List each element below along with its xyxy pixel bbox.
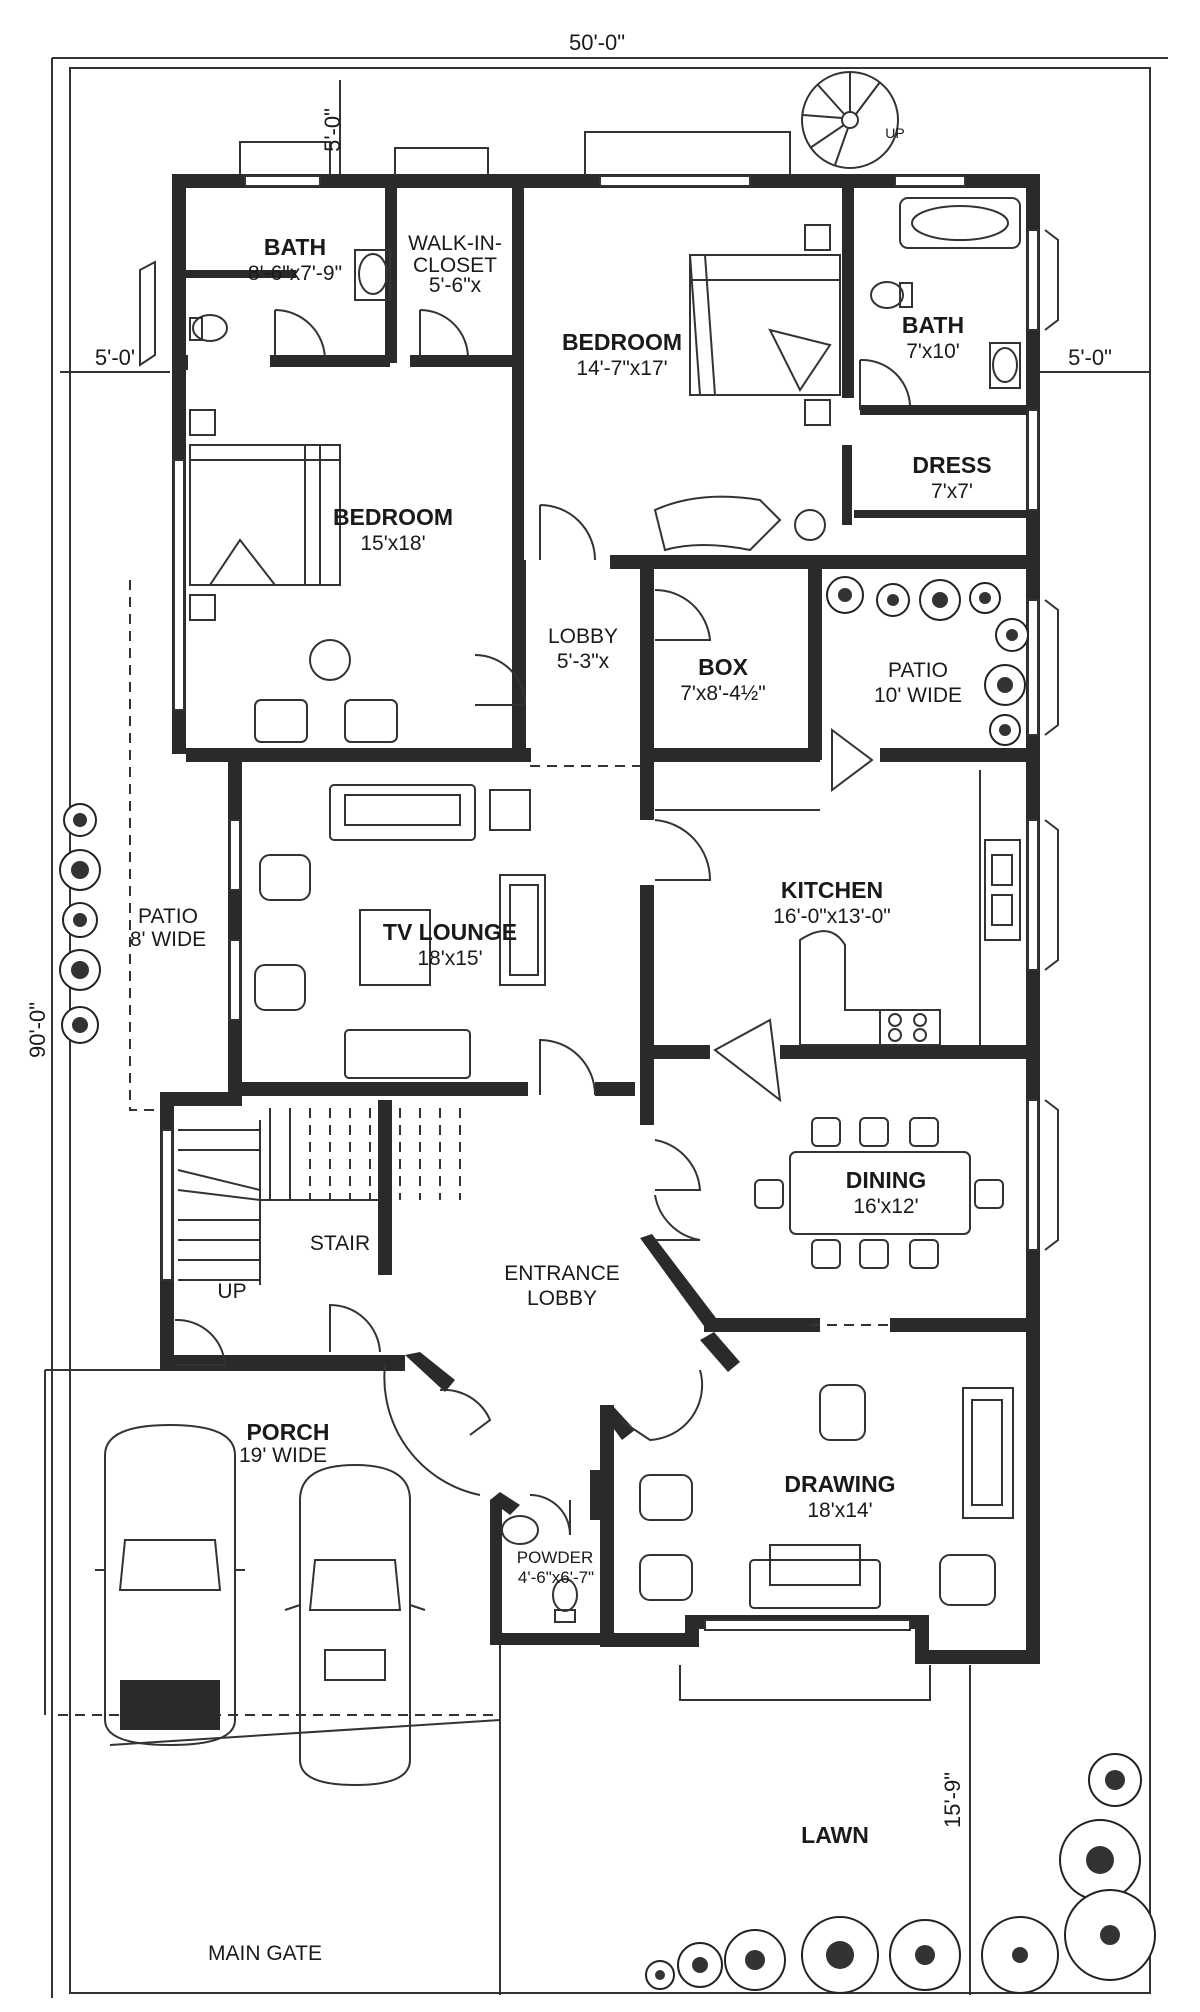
- dress-size: 7'x7': [931, 480, 973, 503]
- dim-top-width: 50'-0": [569, 30, 625, 55]
- dimension-labels: 50'-0" 5'-0" 5'-0' 5'-0" 90'-0" 15'-9": [25, 30, 1112, 1828]
- patio-left-name: PATIO: [138, 905, 198, 928]
- kitchen-size: 16'-0"x13'-0": [773, 905, 891, 928]
- room-labels: BATH 8'-6"x7'-9" WALK-IN- CLOSET 5'-6"x …: [130, 125, 992, 1965]
- patio-left-size: 8' WIDE: [130, 928, 206, 951]
- entrance-lobby-name-1: ENTRANCE: [504, 1262, 620, 1285]
- lobby-name: LOBBY: [548, 625, 618, 648]
- walk-in-closet-name-1: WALK-IN-: [408, 232, 502, 255]
- tv-lounge-name: TV LOUNGE: [383, 919, 517, 945]
- bath-right-size: 7'x10': [906, 340, 960, 363]
- kitchen-name: KITCHEN: [781, 877, 883, 903]
- bedroom-master-size: 14'-7"x17': [576, 357, 667, 380]
- drawing-size: 18'x14': [807, 1499, 872, 1522]
- walk-in-closet-size: 5'-6"x: [429, 274, 482, 297]
- lobby-size: 5'-3"x: [557, 650, 610, 673]
- entrance-lobby-name-2: LOBBY: [527, 1287, 597, 1310]
- powder-name: POWDER: [517, 1548, 594, 1567]
- drawing-name: DRAWING: [784, 1471, 895, 1497]
- tv-lounge-size: 18'x15': [417, 947, 482, 970]
- furniture: [189, 197, 1021, 1623]
- box-name: BOX: [698, 654, 749, 680]
- stair-treads: [177, 1108, 461, 1285]
- dining-size: 16'x12': [853, 1195, 918, 1218]
- bath-right-name: BATH: [902, 312, 964, 338]
- bath-left-size: 8'-6"x7'-9": [248, 262, 342, 285]
- site-lines: [44, 580, 501, 1995]
- powder-size: 4'-6"x6'-7": [518, 1568, 594, 1587]
- plants: [59, 576, 1156, 1994]
- lawn-name: LAWN: [801, 1822, 869, 1848]
- stair-name: STAIR: [310, 1232, 370, 1255]
- bedroom-master-name: BEDROOM: [562, 329, 682, 355]
- dim-right-setback: 5'-0": [1068, 345, 1112, 370]
- bath-left-name: BATH: [264, 234, 326, 260]
- porch-size: 19' WIDE: [239, 1444, 327, 1467]
- dim-front-setback: 5'-0": [320, 108, 345, 152]
- box-size: 7'x8'-4½": [680, 682, 766, 705]
- cars: [95, 1423, 426, 1787]
- walk-in-closet-name-2: CLOSET: [413, 254, 497, 277]
- patio-right-name: PATIO: [888, 659, 948, 682]
- dim-lawn-depth: 15'-9": [940, 1772, 965, 1828]
- main-gate-label: MAIN GATE: [208, 1942, 322, 1965]
- windows: [139, 131, 1059, 1701]
- spiral-stair-up: UP: [885, 125, 904, 141]
- bedroom-left-size: 15'x18': [360, 532, 425, 555]
- doors: [174, 309, 911, 1536]
- bedroom-left-name: BEDROOM: [333, 504, 453, 530]
- dim-depth: 90'-0": [25, 1002, 50, 1058]
- patio-right-size: 10' WIDE: [874, 684, 962, 707]
- stair-up: UP: [217, 1280, 246, 1303]
- dress-name: DRESS: [912, 452, 991, 478]
- dining-name: DINING: [846, 1167, 927, 1193]
- porch-name: PORCH: [246, 1419, 329, 1445]
- dim-left-setback: 5'-0': [95, 345, 135, 370]
- spiral-stair: [801, 71, 899, 169]
